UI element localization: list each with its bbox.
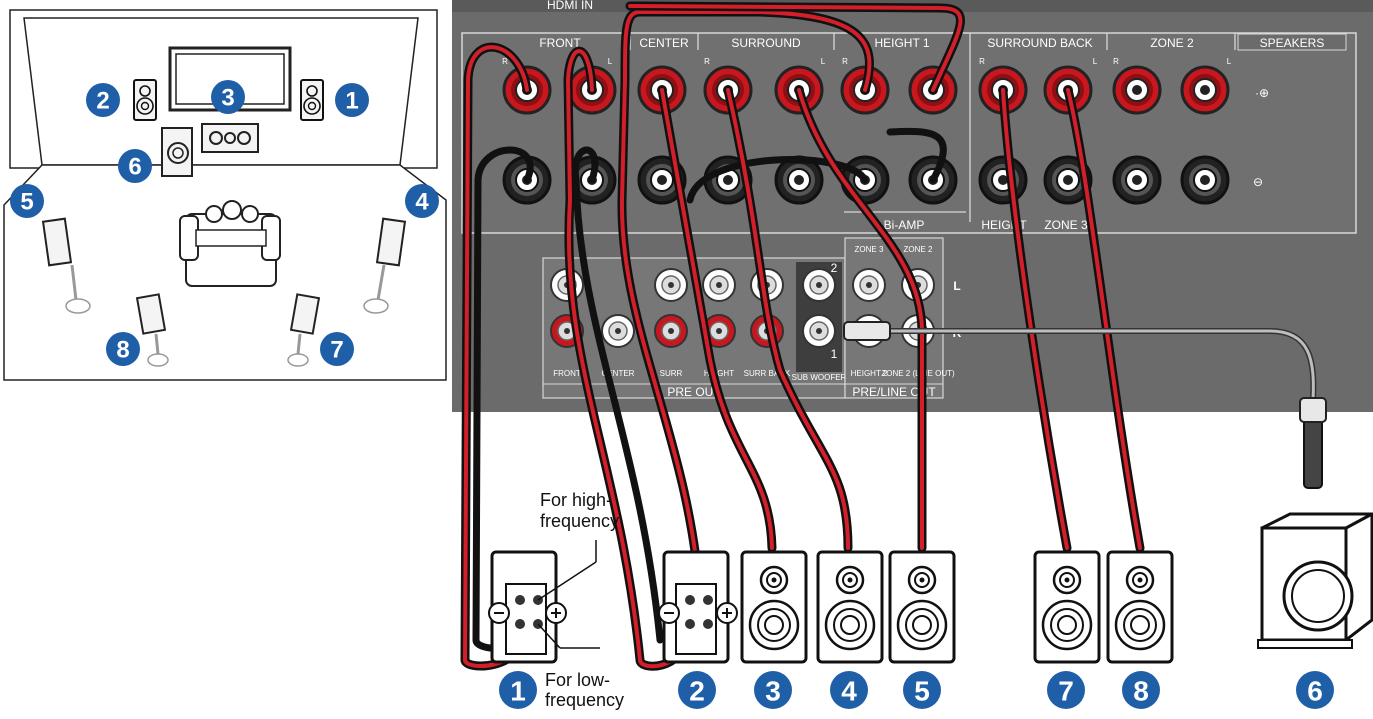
preout-surr-label: SURR (660, 369, 683, 378)
surround-back-left-speaker-icon (135, 293, 169, 367)
front-right-biamp-speaker (488, 550, 567, 664)
zone2-r-label: R (1113, 57, 1119, 66)
svg-text:1: 1 (345, 88, 358, 115)
preline-l-label: L (953, 279, 960, 293)
plus-symbol: ·⊕ (1255, 86, 1269, 100)
preline-height2-label: HEIGHT 2 (851, 369, 888, 378)
group-center-label: CENTER (639, 36, 689, 50)
bottom-badge-7: 7 (1047, 671, 1085, 709)
svg-text:1: 1 (510, 676, 526, 707)
bottom-badge-5: 5 (903, 671, 941, 709)
speakers-title: SPEAKERS (1260, 36, 1325, 50)
surround-left-speaker (888, 550, 956, 664)
room-badge-3: 3 (211, 80, 245, 114)
group-height1-label: HEIGHT 1 (874, 36, 929, 50)
svg-text:8: 8 (1133, 676, 1149, 707)
preout-surrback-label: SURR BACK (744, 369, 791, 378)
room-badge-6: 6 (118, 149, 152, 183)
preline-zone3-label: ZONE 3 (855, 245, 884, 254)
svg-text:7: 7 (1058, 676, 1074, 707)
sback-l-label: L (1093, 57, 1098, 66)
bottom-badge-2: 2 (678, 671, 716, 709)
group-surround-label: SURROUND (731, 36, 801, 50)
svg-text:4: 4 (841, 676, 857, 707)
group-zone2-label: ZONE 2 (1150, 36, 1194, 50)
sback-r-label: R (979, 57, 985, 66)
front-right-speaker-icon (300, 79, 324, 121)
surround-back-right-speaker (1033, 550, 1101, 664)
front-left-biamp-speaker (658, 550, 738, 664)
group-surround-back-label: SURROUND BACK (987, 36, 1092, 50)
surround-back-left-speaker (1106, 550, 1174, 664)
height1-r-label: R (842, 57, 848, 66)
high-frequency-line2: frequency (540, 511, 619, 531)
svg-text:2: 2 (689, 676, 705, 707)
minus-symbol: ⊖ (1253, 175, 1263, 189)
surround-r-label: R (704, 57, 710, 66)
svg-text:8: 8 (116, 337, 129, 364)
sub-number-2: 2 (831, 261, 838, 275)
front-r-label: R (502, 57, 508, 66)
zone2-l-label: L (1227, 57, 1232, 66)
svg-text:6: 6 (1307, 676, 1323, 707)
center-speaker-icon (201, 123, 259, 153)
preout-subwoofer-label: SUB WOOFER (792, 373, 847, 382)
room-badge-1: 1 (335, 83, 369, 117)
svg-text:5: 5 (20, 189, 33, 216)
zone3-sub-label: ZONE 3 (1044, 218, 1088, 232)
preout-height-label: HEIGHT (704, 369, 734, 378)
surround-right-speaker (816, 550, 884, 664)
bottom-badge-6: 6 (1296, 671, 1334, 709)
biamp-label: Bi-AMP (884, 218, 925, 232)
preout-center-label: CENTER (602, 369, 635, 378)
bottom-badge-1: 1 (499, 671, 537, 709)
preout-title: PRE OUT (667, 385, 721, 399)
group-front-label: FRONT (539, 36, 581, 50)
room-badge-2: 2 (86, 83, 120, 117)
high-frequency-line1: For high- (540, 490, 612, 510)
low-frequency-line1: For low- (545, 670, 610, 690)
room-badge-5: 5 (10, 184, 44, 218)
room-diagram: 1 2 3 4 5 6 7 8 (3, 9, 447, 381)
sub-number-1: 1 (831, 347, 838, 361)
surround-left-speaker-icon (41, 217, 91, 314)
surround-l-label: L (821, 57, 826, 66)
svg-text:5: 5 (914, 676, 930, 707)
center-speaker (740, 550, 808, 664)
frequency-annotations: For high- frequency For low- frequency (537, 490, 624, 710)
room-badge-8: 8 (106, 332, 140, 366)
room-badge-7: 7 (320, 332, 354, 366)
surround-right-speaker-icon (363, 217, 407, 314)
sofa-icon (179, 200, 281, 287)
svg-text:6: 6 (128, 154, 141, 181)
hdmi-in-label: HDMI IN (547, 0, 593, 12)
preline-zone2-label: ZONE 2 (904, 245, 933, 254)
receiver-rear-panel: HDMI IN FRONT CENTER SURROUND HEIGHT 1 S… (452, 0, 1373, 412)
room-subwoofer-icon (161, 127, 193, 177)
surround-back-right-speaker-icon (287, 293, 321, 367)
room-badge-4: 4 (405, 184, 439, 218)
front-l-label: L (608, 57, 613, 66)
rca-plugs (843, 321, 1327, 489)
svg-text:3: 3 (765, 676, 781, 707)
bottom-badge-3: 3 (754, 671, 792, 709)
low-frequency-line2: frequency (545, 690, 624, 710)
bottom-badge-8: 8 (1122, 671, 1160, 709)
svg-text:2: 2 (96, 88, 109, 115)
subwoofer (1257, 512, 1373, 649)
front-left-speaker-icon (133, 79, 157, 121)
svg-text:3: 3 (221, 85, 234, 112)
preline-title: PRE/LINE OUT (852, 385, 936, 399)
preout-front-label: FRONT (553, 369, 581, 378)
svg-text:4: 4 (415, 189, 429, 216)
bottom-badge-4: 4 (830, 671, 868, 709)
svg-text:7: 7 (330, 337, 343, 364)
